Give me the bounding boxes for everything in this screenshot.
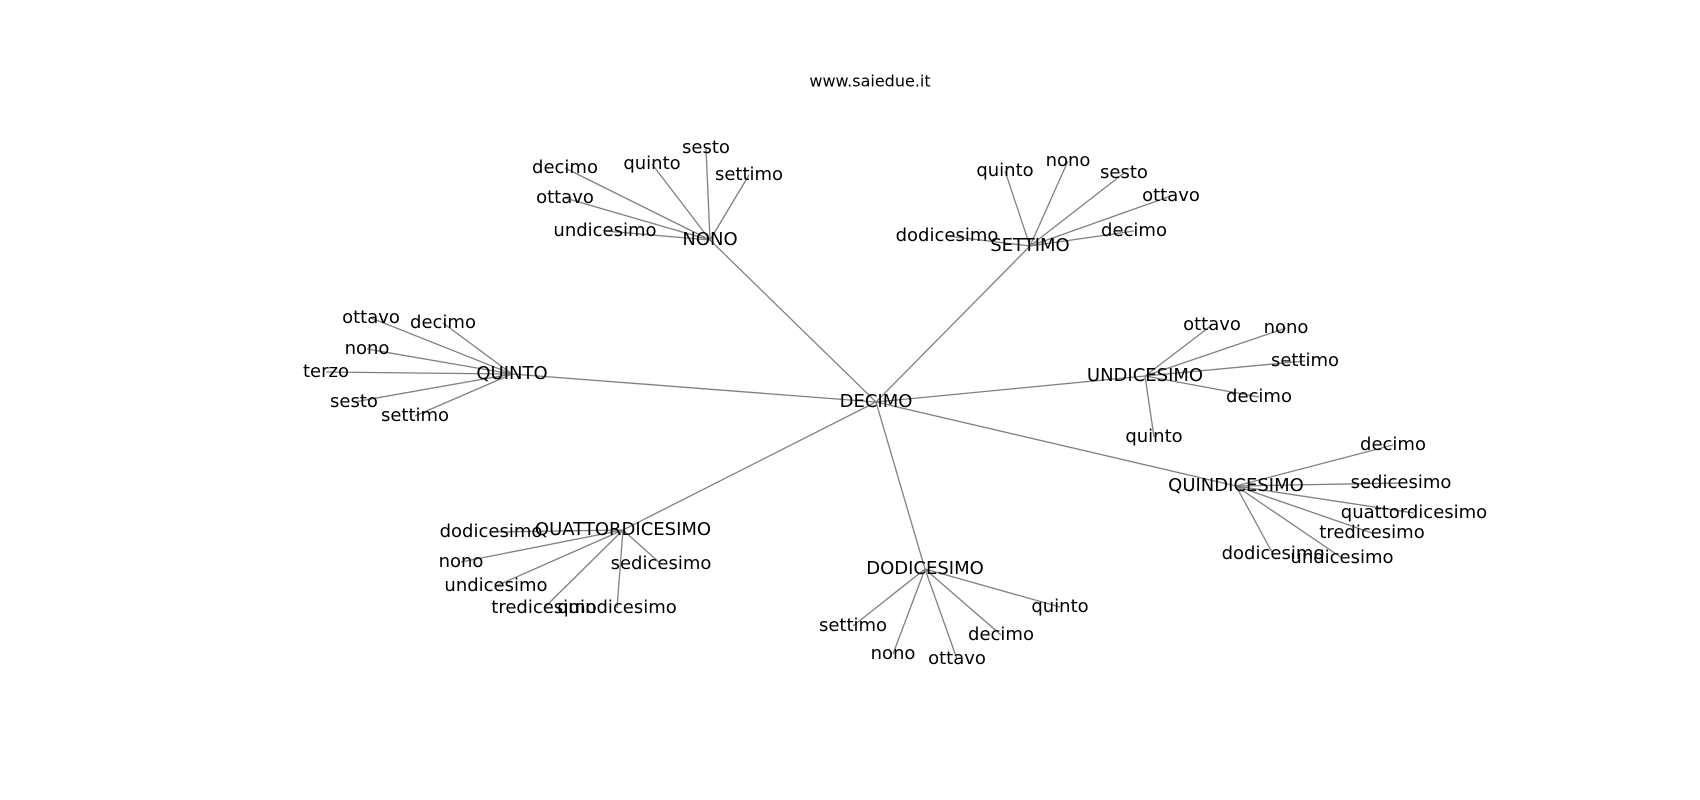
edge-dodicesimo-quinto: [924, 568, 1061, 608]
edges-layer: [325, 147, 1415, 660]
edge-settimo-ottavo: [1029, 195, 1172, 247]
node-dodicesimo-nono: nono: [871, 643, 916, 664]
node-quattordicesimo-tredicesimo: tredicesimo: [491, 597, 596, 618]
node-settimo-sesto: sesto: [1100, 162, 1148, 183]
edge-quindicesimo-decimo: [1235, 444, 1394, 487]
node-nono-ottavo: ottavo: [536, 187, 594, 208]
edge-settimo-sesto: [1029, 172, 1125, 247]
node-undicesimo-ottavo: ottavo: [1183, 314, 1241, 335]
node-settimo-nono: nono: [1046, 150, 1091, 171]
edge-root-settimo: [875, 245, 1031, 403]
node-quinto-settimo: settimo: [381, 405, 449, 426]
node-dodicesimo-decimo: decimo: [968, 624, 1034, 645]
edge-quattordicesimo-quindicesimo: [616, 529, 624, 609]
node-dodicesimo-ottavo: ottavo: [928, 648, 986, 669]
node-quattordicesimo-undicesimo: undicesimo: [444, 575, 547, 596]
edge-quindicesimo-sedicesimo: [1235, 482, 1402, 487]
node-quindicesimo-dodicesimo: dodicesimo: [1222, 543, 1325, 564]
edge-dodicesimo-ottavo: [924, 568, 958, 660]
edge-root-quinto: [511, 373, 877, 403]
node-nono-decimo: decimo: [532, 157, 598, 178]
node-nono-sesto: sesto: [682, 137, 730, 158]
edge-nono-quinto: [651, 163, 711, 241]
edge-quattordicesimo-undicesimo: [495, 529, 624, 587]
edge-quattordicesimo-nono: [460, 529, 624, 563]
edge-undicesimo-settimo: [1144, 360, 1306, 377]
node-quattordicesimo-nono: nono: [439, 551, 484, 572]
hub-node-quindicesimo: QUINDICESIMO: [1168, 475, 1304, 496]
edge-settimo-quinto: [1004, 170, 1031, 247]
node-undicesimo-quinto: quinto: [1125, 426, 1182, 447]
node-quindicesimo-tredicesimo: tredicesimo: [1319, 522, 1424, 543]
edge-nono-settimo: [709, 174, 750, 241]
node-quindicesimo-undicesimo: undicesimo: [1290, 547, 1393, 568]
root-node-decimo: DECIMO: [840, 391, 913, 412]
edge-root-dodicesimo: [875, 401, 926, 570]
node-quinto-terzo: terzo: [303, 361, 349, 382]
edge-quinto-ottavo: [370, 317, 513, 375]
edge-quinto-settimo: [414, 373, 513, 417]
edge-settimo-decimo: [1029, 230, 1135, 247]
edge-undicesimo-ottavo: [1144, 324, 1213, 377]
node-nono-undicesimo: undicesimo: [553, 220, 656, 241]
hub-node-undicesimo: UNDICESIMO: [1087, 365, 1203, 386]
site-title: www.saiedue.it: [809, 72, 930, 91]
node-settimo-ottavo: ottavo: [1142, 185, 1200, 206]
node-quinto-sesto: sesto: [330, 391, 378, 412]
hub-node-quattordicesimo: QUATTORDICESIMO: [535, 519, 711, 540]
edge-nono-decimo: [564, 167, 711, 241]
node-settimo-decimo: decimo: [1101, 220, 1167, 241]
edge-quindicesimo-undicesimo: [1235, 485, 1343, 559]
edge-quindicesimo-dodicesimo: [1235, 485, 1274, 555]
edge-settimo-nono: [1029, 160, 1069, 247]
hub-node-nono: NONO: [682, 229, 737, 250]
edge-quindicesimo-tredicesimo: [1235, 485, 1373, 534]
edge-dodicesimo-settimo: [852, 568, 926, 627]
edge-quattordicesimo-tredicesimo: [543, 529, 624, 609]
edge-quindicesimo-quattordicesimo: [1235, 485, 1415, 514]
node-quattordicesimo-sedicesimo: sedicesimo: [611, 553, 712, 574]
node-undicesimo-nono: nono: [1264, 317, 1309, 338]
edge-quattordicesimo-sedicesimo: [622, 529, 662, 565]
node-quindicesimo-sedicesimo: sedicesimo: [1351, 472, 1452, 493]
edge-quinto-terzo: [325, 371, 513, 375]
hub-node-settimo: SETTIMO: [990, 235, 1069, 256]
edge-settimo-dodicesimo: [946, 235, 1031, 247]
node-settimo-quinto: quinto: [976, 160, 1033, 181]
edge-nono-undicesimo: [604, 230, 711, 241]
edge-quattordicesimo-dodicesimo: [490, 529, 624, 533]
edge-quinto-nono: [366, 348, 513, 375]
node-settimo-dodicesimo: dodicesimo: [896, 225, 999, 246]
node-undicesimo-decimo: decimo: [1226, 386, 1292, 407]
node-nono-quinto: quinto: [623, 153, 680, 174]
edge-root-nono: [709, 239, 877, 403]
node-dodicesimo-quinto: quinto: [1031, 596, 1088, 617]
edge-nono-ottavo: [564, 197, 711, 241]
edge-quinto-sesto: [353, 373, 513, 403]
node-quattordicesimo-dodicesimo: dodicesimo: [440, 521, 543, 542]
edge-undicesimo-quinto: [1144, 375, 1155, 438]
hub-node-quinto: QUINTO: [476, 363, 547, 384]
edge-root-undicesimo: [875, 375, 1146, 403]
edge-root-quindicesimo: [875, 401, 1237, 487]
edge-quinto-decimo: [442, 322, 513, 375]
node-quindicesimo-quattordicesimo: quattordicesimo: [1341, 502, 1487, 523]
node-quinto-nono: nono: [345, 338, 390, 359]
edge-undicesimo-nono: [1144, 327, 1287, 377]
edge-dodicesimo-decimo: [924, 568, 1002, 636]
edge-undicesimo-decimo: [1144, 375, 1260, 398]
node-quattordicesimo-quindicesimo: quindicesimo: [557, 597, 677, 618]
edge-root-quattordicesimo: [622, 401, 877, 531]
node-quinto-ottavo: ottavo: [342, 307, 400, 328]
node-quinto-decimo: decimo: [410, 312, 476, 333]
hub-node-dodicesimo: DODICESIMO: [866, 558, 984, 579]
edge-nono-sesto: [705, 147, 711, 241]
edge-dodicesimo-nono: [892, 568, 926, 655]
node-nono-settimo: settimo: [715, 164, 783, 185]
node-dodicesimo-settimo: settimo: [819, 615, 887, 636]
node-quindicesimo-decimo: decimo: [1360, 434, 1426, 455]
node-undicesimo-settimo: settimo: [1271, 350, 1339, 371]
